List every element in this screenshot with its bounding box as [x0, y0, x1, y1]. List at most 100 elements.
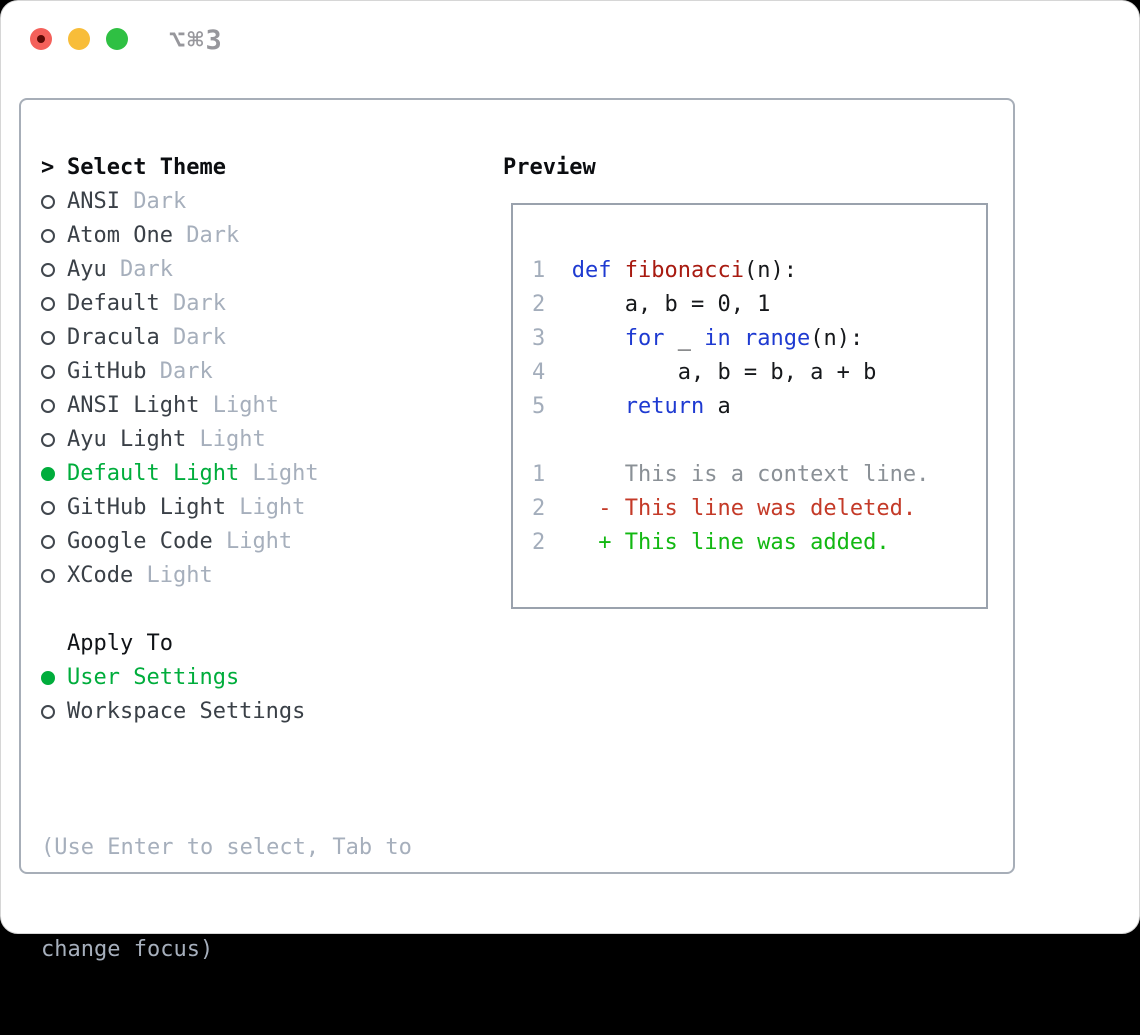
close-button-icon[interactable] — [30, 28, 52, 50]
code-segment: return — [625, 394, 704, 419]
radio-icon — [41, 433, 55, 447]
radio-icon — [41, 365, 55, 379]
radio-marker — [41, 671, 67, 685]
titlebar: ⌥⌘3 — [1, 1, 1139, 98]
code-segment: fibonacci — [625, 258, 744, 283]
prompt-caret-icon: > — [41, 151, 67, 185]
theme-name: Ayu Light — [67, 423, 186, 457]
radio-selected-icon — [41, 467, 55, 481]
radio-marker — [41, 195, 67, 209]
preview-title: Preview — [503, 151, 596, 185]
code-line: 5 return a — [532, 390, 976, 424]
diff-text: - This line was deleted. — [572, 496, 916, 521]
theme-variant-tag: Light — [213, 525, 292, 559]
theme-variant-tag: Light — [239, 457, 318, 491]
code-segment: a, b = b, a + b — [572, 360, 877, 385]
theme-variant-tag: Light — [226, 491, 305, 525]
code-segment — [612, 258, 625, 283]
diff-line-added: 2 + This line was added. — [532, 526, 976, 560]
theme-name: GitHub Light — [67, 491, 226, 525]
code-segment — [572, 394, 625, 419]
code-line: 2 a, b = 0, 1 — [532, 288, 976, 322]
zoom-button-icon[interactable] — [106, 28, 128, 50]
code-segment: _ — [664, 326, 704, 351]
code-segment — [731, 326, 744, 351]
radio-selected-icon — [41, 671, 55, 685]
code-segment: range — [744, 326, 810, 351]
code-segment: a — [704, 394, 731, 419]
radio-marker — [41, 467, 67, 481]
hint-line-1: (Use Enter to select, Tab to — [41, 831, 1013, 865]
apply-option-user-settings[interactable]: User Settings — [41, 661, 1013, 695]
theme-name: Google Code — [67, 525, 213, 559]
theme-variant-tag: Dark — [120, 185, 186, 219]
diff-text: This is a context line. — [572, 462, 930, 487]
radio-marker — [41, 399, 67, 413]
code-segment: def — [572, 258, 612, 283]
radio-icon — [41, 399, 55, 413]
radio-marker — [41, 263, 67, 277]
radio-marker — [41, 331, 67, 345]
code-line: 4 a, b = b, a + b — [532, 356, 976, 390]
apply-to-title: Apply To — [67, 627, 173, 661]
radio-marker — [41, 535, 67, 549]
diff-line-deleted: 2 - This line was deleted. — [532, 492, 976, 526]
keyboard-hint: (Use Enter to select, Tab to change focu… — [41, 763, 1013, 1035]
code-segment: in — [704, 326, 731, 351]
line-number: 1 — [532, 258, 572, 283]
radio-marker — [41, 365, 67, 379]
minimize-button-icon[interactable] — [68, 28, 90, 50]
radio-icon — [41, 705, 55, 719]
radio-icon — [41, 331, 55, 345]
theme-variant-tag: Light — [199, 389, 278, 423]
line-number: 3 — [532, 326, 572, 351]
apply-option-name: Workspace Settings — [67, 695, 305, 729]
theme-variant-tag: Dark — [146, 355, 212, 389]
theme-name: ANSI Light — [67, 389, 199, 423]
theme-variant-tag: Light — [186, 423, 265, 457]
code-line: 3 for _ in range(n): — [532, 322, 976, 356]
code-segment: (n): — [744, 258, 797, 283]
radio-icon — [41, 569, 55, 583]
code-segment: a, b = 0, 1 — [572, 292, 771, 317]
line-number: 2 — [532, 530, 572, 555]
radio-icon — [41, 195, 55, 209]
blank-line — [532, 424, 976, 458]
line-number: 2 — [532, 496, 572, 521]
radio-icon — [41, 535, 55, 549]
theme-variant-tag: Dark — [160, 287, 226, 321]
theme-variant-tag: Dark — [173, 219, 239, 253]
diff-text: + This line was added. — [572, 530, 890, 555]
apply-option-workspace-settings[interactable]: Workspace Settings — [41, 695, 1013, 729]
theme-name: Default Light — [67, 457, 239, 491]
theme-name: ANSI — [67, 185, 120, 219]
line-number: 4 — [532, 360, 572, 385]
line-number: 5 — [532, 394, 572, 419]
radio-icon — [41, 501, 55, 515]
radio-marker — [41, 569, 67, 583]
code-segment: for — [625, 326, 665, 351]
theme-variant-tag: Dark — [107, 253, 173, 287]
radio-icon — [41, 263, 55, 277]
diff-line-context: 1 This is a context line. — [532, 458, 976, 492]
traffic-lights — [30, 28, 128, 50]
radio-icon — [41, 297, 55, 311]
apply-option-name: User Settings — [67, 661, 239, 695]
theme-variant-tag: Dark — [160, 321, 226, 355]
theme-name: XCode — [67, 559, 133, 593]
radio-marker — [41, 229, 67, 243]
code-line: 1 def fibonacci(n): — [532, 254, 976, 288]
theme-name: GitHub — [67, 355, 146, 389]
code-segment: (n): — [810, 326, 863, 351]
code-segment — [572, 326, 625, 351]
radio-marker — [41, 501, 67, 515]
radio-marker — [41, 297, 67, 311]
radio-marker — [41, 433, 67, 447]
line-number: 1 — [532, 462, 572, 487]
select-theme-title: Select Theme — [67, 151, 226, 185]
